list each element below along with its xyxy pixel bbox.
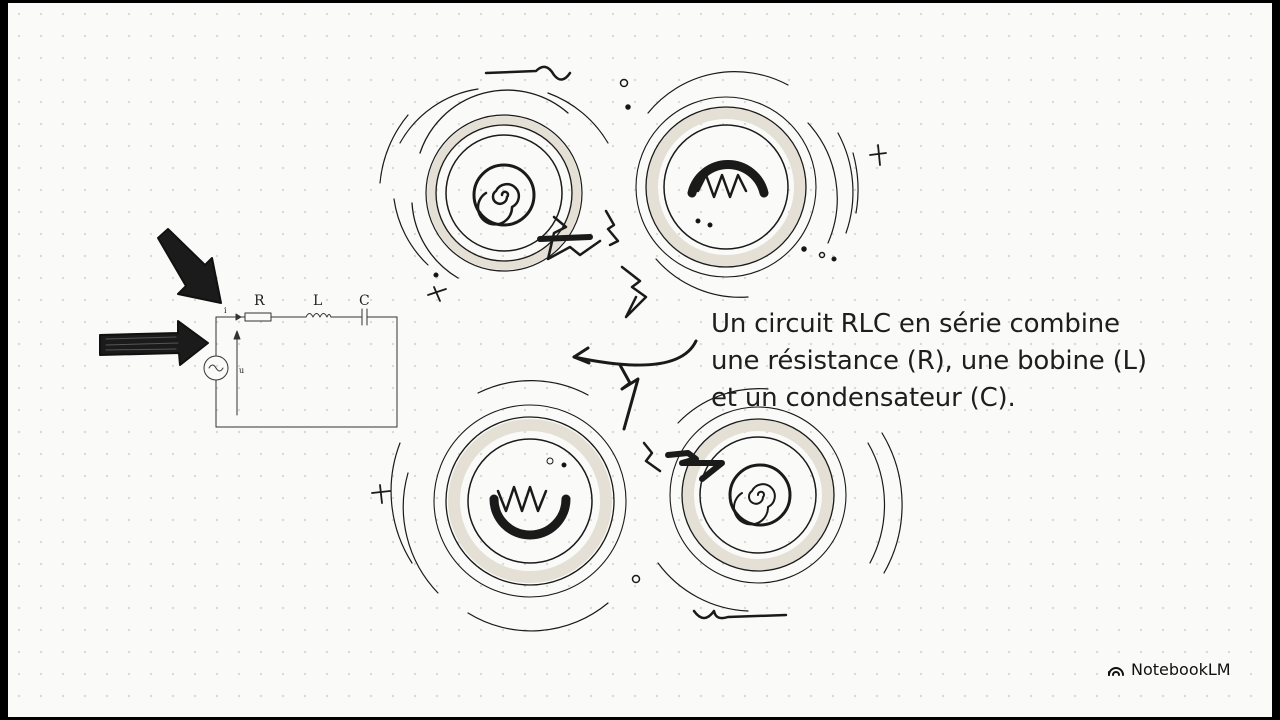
brand-name: NotebookLM <box>1131 660 1231 679</box>
resistor-circle-bottom <box>390 380 627 632</box>
decorative-squiggle-icon <box>484 65 788 620</box>
inductor-label: L <box>313 293 322 309</box>
resistor-label: R <box>254 293 265 309</box>
caption-text: Un circuit RLC en série combine une rési… <box>711 306 1231 417</box>
zigzag-icon <box>696 173 748 199</box>
spiral-icon <box>733 483 776 526</box>
decorative-sparkle-icon <box>371 144 887 504</box>
rlc-illustration: R L C u i <box>99 65 903 632</box>
curved-arrow-icon <box>572 339 698 367</box>
inductor-symbol <box>305 313 332 318</box>
spiral-icon <box>476 182 521 226</box>
inductor-coil-circle <box>379 88 609 279</box>
resistor-circle <box>635 71 859 298</box>
zigzag-icon <box>496 485 548 513</box>
resistor-symbol <box>244 312 272 322</box>
caption-line: et un condensateur (C). <box>711 383 1016 413</box>
inductor-coil-circle-bottom <box>657 388 903 612</box>
arrow-right-icon <box>99 320 209 366</box>
current-label: i <box>224 306 227 315</box>
notebooklm-logo-icon <box>1108 666 1124 676</box>
caption-line: Un circuit RLC en série combine <box>711 309 1120 339</box>
brand-watermark: NotebookLM <box>1107 660 1231 679</box>
decorative-dots <box>433 78 837 584</box>
caption-line: une résistance (R), une bobine (L) <box>711 346 1147 376</box>
voltage-label: u <box>239 366 244 375</box>
arc-half-icon <box>687 160 769 198</box>
arc-half-icon <box>489 494 571 540</box>
capacitor-symbol <box>361 308 368 326</box>
lightning-bolt-icon <box>537 209 725 482</box>
capacitor-label: C <box>359 293 370 309</box>
rlc-circuit-diagram <box>203 308 398 428</box>
slide: R L C u i <box>8 3 1272 717</box>
arrow-diagonal-icon <box>157 228 222 304</box>
ac-source-symbol <box>203 355 229 381</box>
